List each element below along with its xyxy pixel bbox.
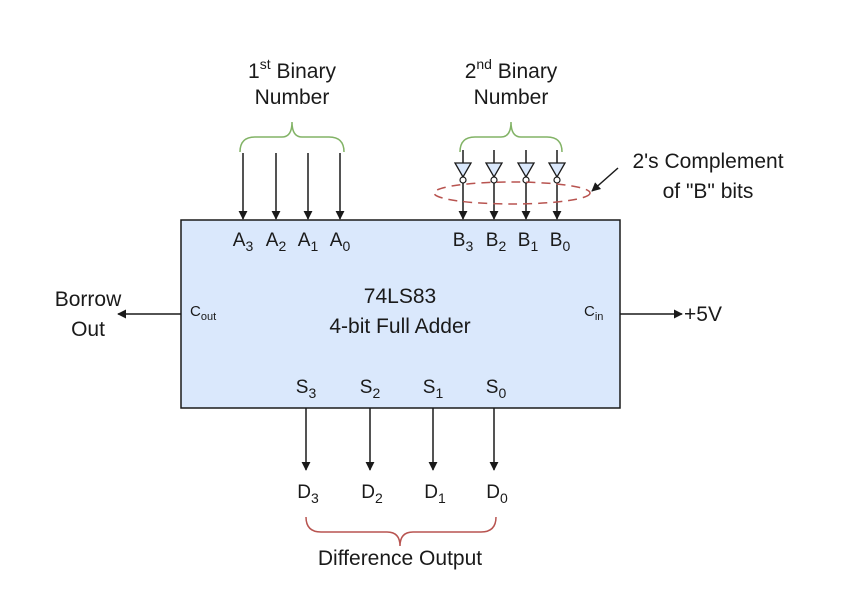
b2-inverter-icon [484,150,504,220]
difference-output-label: Difference Output [318,547,482,570]
borrow-out-label-line2: Out [71,318,105,341]
adder-chip [180,219,621,409]
borrow-out-label-line1: Borrow [55,288,122,311]
pin-label-a2: A2 [266,230,287,254]
pin-label-a0: A0 [330,230,351,254]
second-number-label-line1: 2nd Binary [465,56,558,83]
b0-inverter-icon [547,150,567,220]
output-label-d0: D0 [486,482,508,506]
pin-label-a1: A1 [298,230,319,254]
pin-label-cout: Cout [190,303,216,323]
first-number-brace [239,121,345,153]
pin-label-b1: B1 [518,230,539,254]
b3-inverter-icon [453,150,473,220]
first-number-label-line2: Number [255,86,330,109]
difference-output-brace [305,516,497,547]
complement-note-arrow [591,167,619,192]
pin-label-b3: B3 [453,230,474,254]
complement-highlight-ellipse [433,181,591,205]
second-number-label-line2: Number [474,86,549,109]
pin-label-s3: S3 [296,377,317,401]
chip-part-number: 74LS83 [364,285,436,308]
complement-note-line2: of "B" bits [663,180,754,203]
pin-label-s0: S0 [486,377,507,401]
complement-note-line1: 2's Complement [632,150,783,173]
output-label-d1: D1 [424,482,446,506]
pin-label-b0: B0 [550,230,571,254]
b1-inverter-icon [516,150,536,220]
output-label-d2: D2 [361,482,383,506]
pin-label-cin: Cin [584,303,603,323]
supply-voltage-label: +5V [684,303,722,326]
first-number-label-line1: 1st Binary [248,56,336,83]
chip-description: 4-bit Full Adder [329,315,470,338]
output-label-d3: D3 [297,482,319,506]
pin-label-s2: S2 [360,377,381,401]
pin-label-b2: B2 [486,230,507,254]
pin-label-s1: S1 [423,377,444,401]
pin-label-a3: A3 [233,230,254,254]
second-number-brace [459,121,563,153]
